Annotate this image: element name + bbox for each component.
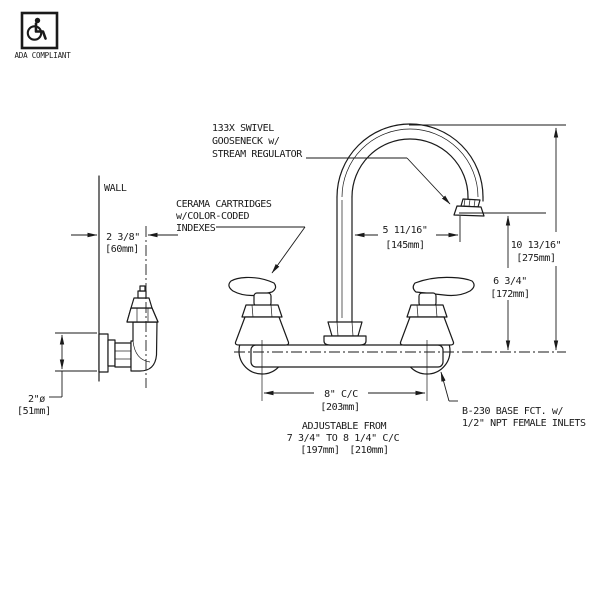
faucet-body (250, 344, 444, 368)
annotation-base: B-230 BASE FCT. w/ 1/2" NPT FEMALE INLET… (440, 371, 586, 429)
right-handle-post (418, 292, 437, 307)
gooseneck-spout (336, 123, 485, 323)
dim-overall-height-metric: [275mm] (516, 253, 555, 264)
elbow-body (130, 321, 158, 372)
cartridge-note-line2: w/COLOR-CODED (176, 211, 249, 222)
spout-note-line2: GOOSENECK w/ (212, 136, 280, 147)
wall-flange-side (98, 333, 109, 373)
dimension-outlet-clearance: 6 3/4" [172mm] (459, 212, 546, 351)
dim-outlet-clearance-metric: [172mm] (490, 289, 529, 300)
wheelchair-icon (26, 17, 47, 41)
dim-inlet-centers-imperial: 8" C/C (324, 389, 358, 400)
dimension-spout-reach: 5 11/16" [145mm] (354, 216, 461, 251)
left-body-bell (234, 316, 290, 346)
right-handle (412, 276, 475, 297)
dim-outlet-clearance-imperial: 6 3/4" (493, 276, 527, 287)
adjustable-note-metric-max: [210mm] (349, 445, 388, 456)
dimension-inlet-centers: 8" C/C [203mm] ADJUSTABLE FROM 7 3/4" TO… (263, 389, 426, 456)
adjustable-note-line2: 7 3/4" TO 8 1/4" C/C (287, 433, 400, 444)
inlet-elbow-side (98, 285, 159, 373)
stream-regulator-tip (453, 205, 485, 217)
dim-flange-dia-imperial: 2"ø (28, 394, 45, 405)
riser-coupling-nut (323, 321, 367, 346)
left-handle (228, 276, 277, 297)
cartridge-note-line3: INDEXES (176, 223, 216, 234)
dimension-wall-to-center: 2 3/8" [60mm] (71, 232, 178, 255)
dimension-overall-height: 10 13/16" [275mm] (409, 124, 566, 351)
bonnet-side (126, 307, 159, 323)
dim-flange-dia-metric: [51mm] (17, 406, 51, 417)
annotation-spout: 133X SWIVEL GOOSENECK w/ STREAM REGULATO… (212, 123, 451, 205)
ada-badge: ADA COMPLIANT (14, 11, 71, 60)
dimension-flange-diameter: 2"ø [51mm] (17, 332, 97, 417)
hex-nut-side (114, 342, 132, 368)
dim-inlet-centers-metric: [203mm] (320, 402, 359, 413)
left-bonnet (241, 304, 283, 318)
spout-note-line3: STREAM REGULATOR (212, 149, 303, 160)
dim-spout-reach-metric: [145mm] (385, 240, 424, 251)
base-note-line2: 1/2" NPT FEMALE INLETS (462, 418, 586, 429)
right-body-bell (399, 316, 455, 346)
right-bonnet (406, 304, 448, 318)
dim-wall-to-center-imperial: 2 3/8" (106, 232, 140, 243)
annotation-cartridges: CERAMA CARTRIDGES w/COLOR-CODED INDEXES (176, 199, 306, 274)
dim-wall-to-center-metric: [60mm] (105, 244, 139, 255)
left-handle-post (253, 292, 272, 307)
dim-overall-height-imperial: 10 13/16" (511, 240, 562, 251)
cartridge-note-line1: CERAMA CARTRIDGES (176, 199, 272, 210)
front-view (228, 123, 566, 401)
base-note-line1: B-230 BASE FCT. w/ (462, 406, 564, 417)
spout-note-line1: 133X SWIVEL (212, 123, 274, 134)
ada-badge-frame (20, 11, 59, 50)
side-view: WALL 2 3/8" [60mm] (17, 175, 178, 417)
adjustable-note-line1: ADJUSTABLE FROM (302, 421, 387, 432)
wall-label: WALL (104, 183, 127, 194)
cartridge-stem-side (137, 290, 147, 299)
ada-badge-label: ADA COMPLIANT (14, 51, 71, 60)
adjustable-note-metric-min: [197mm] (300, 445, 339, 456)
dim-spout-reach-imperial: 5 11/16" (383, 225, 428, 236)
